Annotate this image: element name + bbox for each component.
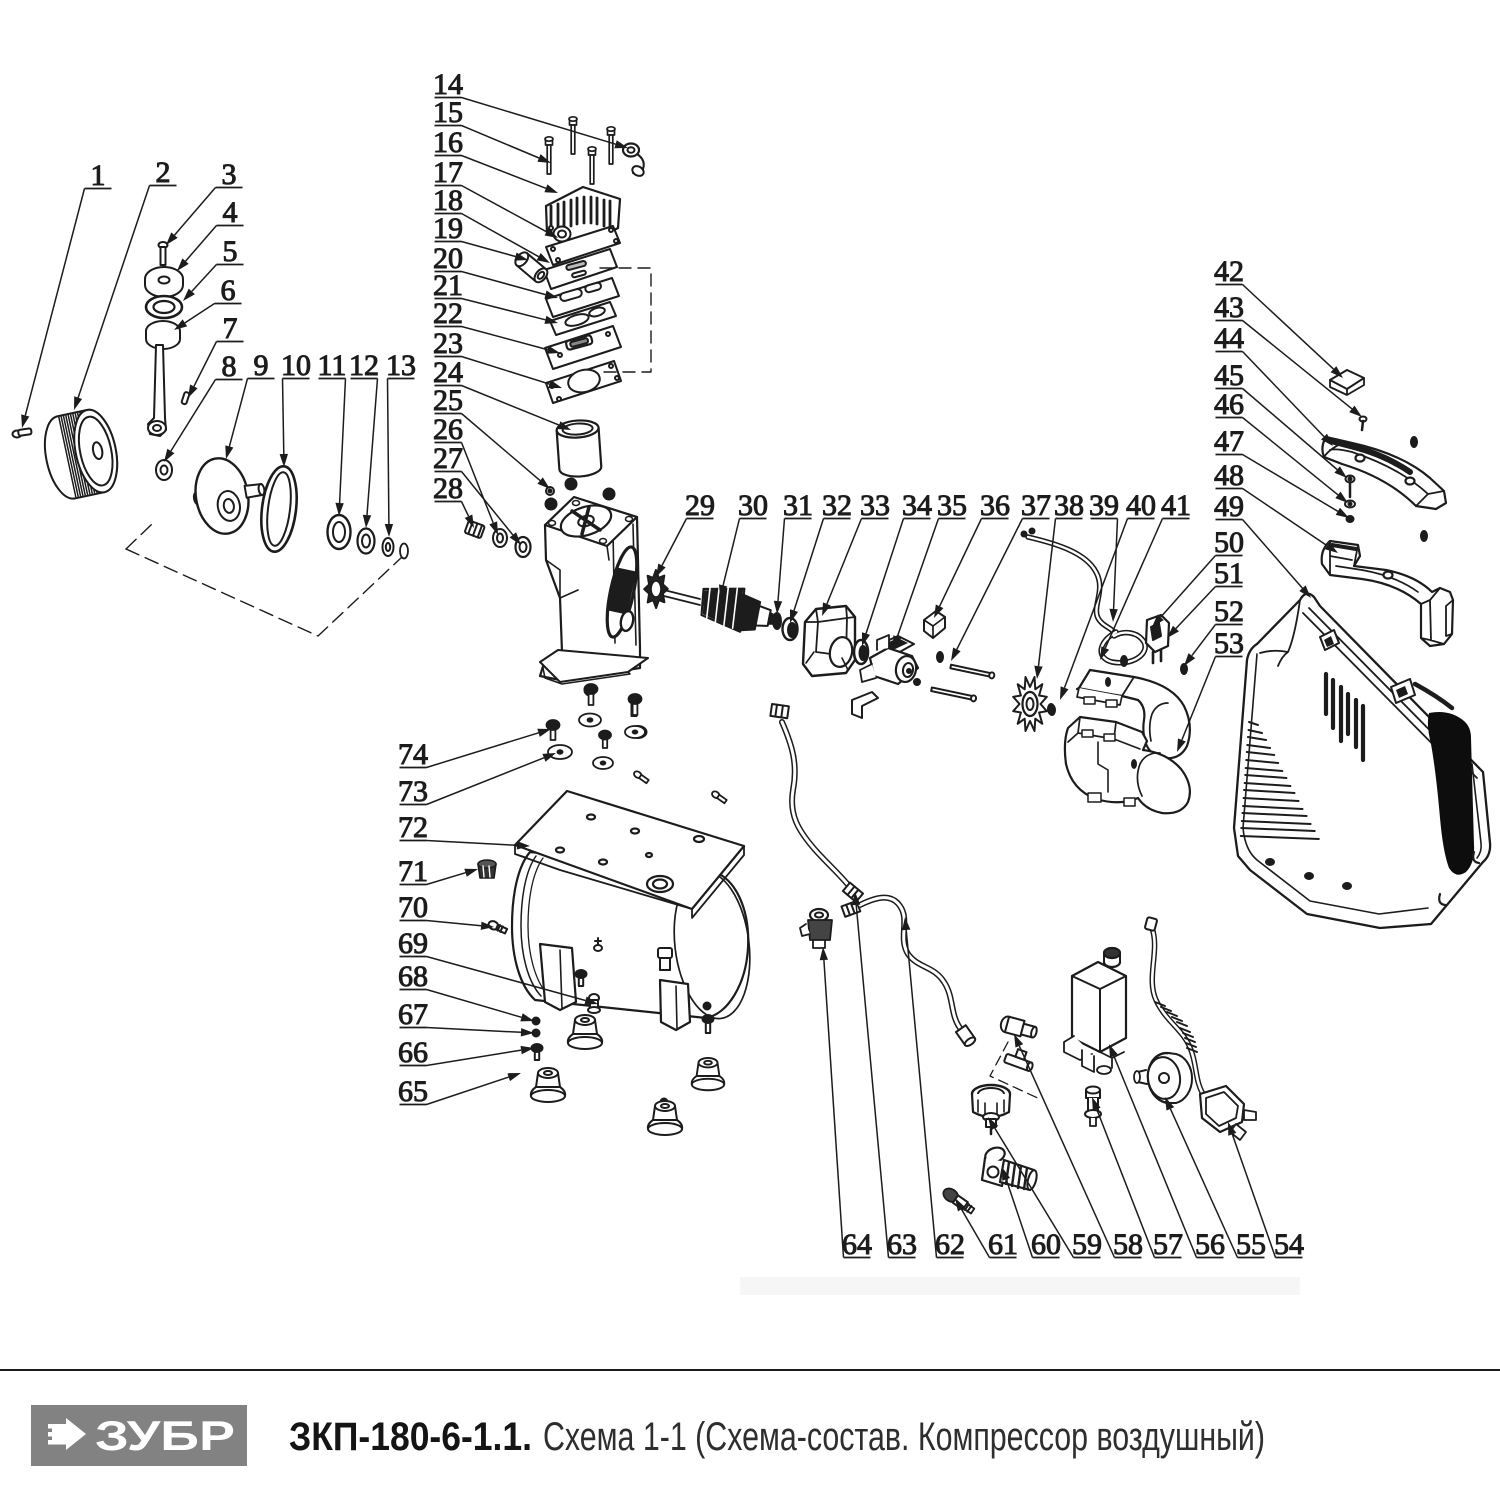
svg-text:ЗУБР: ЗУБР <box>95 1412 235 1459</box>
svg-text:55: 55 <box>1236 1228 1266 1261</box>
svg-text:46: 46 <box>1214 388 1244 421</box>
svg-text:6: 6 <box>221 274 236 307</box>
svg-text:5: 5 <box>223 235 238 268</box>
svg-text:21: 21 <box>433 269 463 302</box>
svg-text:30: 30 <box>738 489 768 522</box>
svg-text:ЗКП-180-6-1.1.: ЗКП-180-6-1.1. <box>289 1415 532 1459</box>
svg-text:58: 58 <box>1113 1228 1143 1261</box>
svg-text:38: 38 <box>1054 489 1084 522</box>
svg-text:11: 11 <box>318 349 347 382</box>
svg-text:72: 72 <box>398 811 428 844</box>
svg-text:10: 10 <box>281 349 311 382</box>
svg-text:18: 18 <box>433 184 463 217</box>
svg-text:3: 3 <box>222 158 237 191</box>
svg-text:32: 32 <box>822 489 852 522</box>
svg-text:66: 66 <box>398 1036 428 1069</box>
svg-text:69: 69 <box>398 927 428 960</box>
svg-text:63: 63 <box>887 1228 917 1261</box>
svg-text:36: 36 <box>980 489 1010 522</box>
svg-text:50: 50 <box>1214 526 1244 559</box>
svg-text:68: 68 <box>398 960 428 993</box>
svg-text:13: 13 <box>386 349 416 382</box>
svg-text:9: 9 <box>254 349 269 382</box>
svg-text:22: 22 <box>433 297 463 330</box>
svg-text:44: 44 <box>1214 322 1244 355</box>
svg-text:70: 70 <box>398 891 428 924</box>
svg-text:74: 74 <box>398 738 428 771</box>
svg-text:43: 43 <box>1214 291 1244 324</box>
svg-text:34: 34 <box>902 489 932 522</box>
svg-text:41: 41 <box>1161 489 1191 522</box>
svg-text:2: 2 <box>156 156 171 189</box>
svg-text:56: 56 <box>1195 1228 1225 1261</box>
svg-text:20: 20 <box>433 242 463 275</box>
svg-text:Схема 1-1 (Схема-состав. Компр: Схема 1-1 (Схема-состав. Компрессор возд… <box>543 1415 1265 1459</box>
svg-text:7: 7 <box>223 312 238 345</box>
svg-text:27: 27 <box>433 442 463 475</box>
svg-text:71: 71 <box>398 855 428 888</box>
svg-text:35: 35 <box>937 489 967 522</box>
svg-text:60: 60 <box>1031 1228 1061 1261</box>
svg-text:23: 23 <box>433 327 463 360</box>
svg-text:40: 40 <box>1126 489 1156 522</box>
svg-text:54: 54 <box>1274 1228 1304 1261</box>
svg-text:45: 45 <box>1214 359 1244 392</box>
svg-text:59: 59 <box>1072 1228 1102 1261</box>
svg-text:39: 39 <box>1089 489 1119 522</box>
svg-text:12: 12 <box>349 349 379 382</box>
svg-text:52: 52 <box>1214 595 1244 628</box>
svg-text:16: 16 <box>433 126 463 159</box>
svg-text:49: 49 <box>1214 490 1244 523</box>
svg-text:31: 31 <box>783 489 813 522</box>
svg-text:24: 24 <box>433 356 463 389</box>
svg-text:26: 26 <box>433 413 463 446</box>
svg-text:29: 29 <box>685 489 715 522</box>
svg-text:53: 53 <box>1214 627 1244 660</box>
svg-text:33: 33 <box>860 489 890 522</box>
svg-text:48: 48 <box>1214 459 1244 492</box>
svg-text:73: 73 <box>398 775 428 808</box>
svg-text:17: 17 <box>433 156 463 189</box>
svg-text:14: 14 <box>433 68 463 101</box>
svg-text:65: 65 <box>398 1075 428 1108</box>
svg-text:42: 42 <box>1214 255 1244 288</box>
svg-text:51: 51 <box>1214 557 1244 590</box>
svg-text:61: 61 <box>988 1228 1018 1261</box>
svg-text:67: 67 <box>398 998 428 1031</box>
svg-text:37: 37 <box>1021 489 1051 522</box>
svg-text:8: 8 <box>222 350 237 383</box>
svg-text:25: 25 <box>433 384 463 417</box>
svg-text:1: 1 <box>91 159 106 192</box>
svg-text:4: 4 <box>223 196 238 229</box>
svg-text:19: 19 <box>433 212 463 245</box>
svg-text:15: 15 <box>433 96 463 129</box>
svg-text:64: 64 <box>842 1228 872 1261</box>
svg-text:47: 47 <box>1214 425 1244 458</box>
svg-text:57: 57 <box>1153 1228 1183 1261</box>
svg-text:28: 28 <box>433 472 463 505</box>
svg-text:62: 62 <box>935 1228 965 1261</box>
